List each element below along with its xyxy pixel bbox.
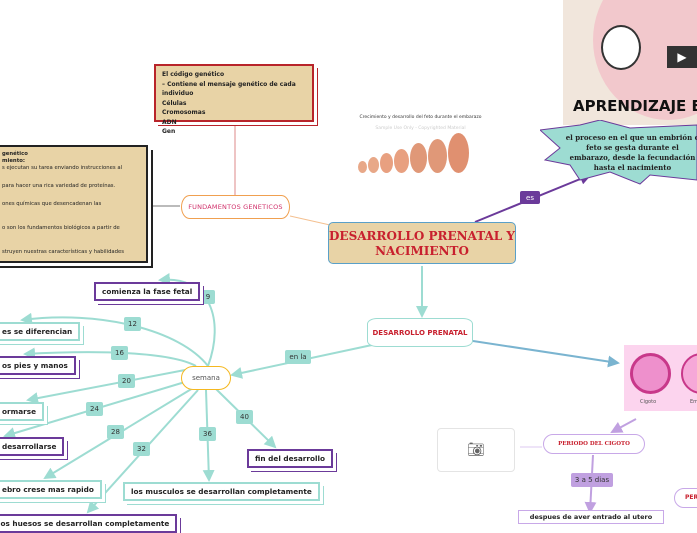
- week-28-node[interactable]: ebro crese mas rapido: [0, 480, 102, 499]
- fetus-illustration: [358, 133, 483, 173]
- camera-icon[interactable]: 📷︎: [437, 428, 515, 472]
- link-label-es: es: [520, 191, 540, 204]
- week-label-24: 24: [86, 402, 103, 416]
- note-line: para hacer una rica variedad de proteína…: [2, 183, 116, 189]
- note-line: o son los fundamentos biológicos a parti…: [2, 225, 120, 231]
- note-line: ADN: [162, 118, 177, 126]
- image-watermark: Sample Use Only - Copyrighted Material: [375, 126, 466, 131]
- prenatal-node[interactable]: DESARROLLO PRENATAL: [367, 318, 473, 347]
- note-line: miento:: [2, 158, 25, 164]
- week-label-32: 32: [133, 442, 150, 456]
- definition-star-shape: [540, 120, 697, 185]
- note-line: ones químicas que desencadenan las: [2, 201, 102, 207]
- week-32-node[interactable]: los huesos se desarrollan completamente: [0, 514, 178, 533]
- image-caption: Crecimiento y desarrollo del feto durant…: [359, 115, 482, 120]
- week-label-20: 20: [118, 374, 135, 388]
- genetics-node[interactable]: FUNDAMENTOS GENETICOS: [181, 195, 290, 219]
- week-label-16: 16: [111, 346, 128, 360]
- embryo-icon: [681, 353, 697, 394]
- note-line: El código genético: [162, 71, 225, 78]
- note-line: struyen nuestras características y habil…: [2, 249, 125, 255]
- fetus-growth-image[interactable]: Crecimiento y desarrollo del feto durant…: [358, 115, 483, 195]
- week-36-node[interactable]: los musculos se desarrollan completament…: [123, 482, 320, 501]
- week-12-node[interactable]: es se diferencian: [0, 322, 81, 341]
- week-label-9: 9: [201, 290, 215, 304]
- link-label-en-la: en la: [285, 350, 311, 364]
- link-label-3-5-dias: 3 a 5 dias: [571, 473, 613, 487]
- video-thumbnail[interactable]: ▶ APRENDIZAJE EN: [563, 0, 697, 125]
- play-icon[interactable]: ▶: [667, 46, 697, 68]
- zygote-period-node[interactable]: PERIODO DEL CIGOTO: [543, 434, 645, 454]
- genetics-detail-note[interactable]: genético miento: s ejecutan su tarea env…: [0, 145, 148, 263]
- week-40-node[interactable]: fin del desarrollo: [247, 449, 334, 468]
- note-line: genético: [2, 151, 28, 157]
- week-label-36: 36: [199, 427, 216, 441]
- definition-text[interactable]: el proceso en el que un embrión o feto s…: [565, 133, 697, 172]
- baby-illustration: [601, 25, 641, 70]
- video-title: APRENDIZAJE EN: [573, 97, 697, 115]
- week-9-node[interactable]: comienza la fase fetal: [94, 282, 201, 301]
- stage-caption: Em: [690, 399, 697, 405]
- note-line: Células: [162, 99, 187, 107]
- note-line: Cromosomas: [162, 109, 206, 116]
- week-16-node[interactable]: os pies y manos: [0, 356, 76, 375]
- next-period-node[interactable]: PER: [674, 488, 697, 508]
- note-line: s ejecutan su tarea enviando instruccion…: [2, 165, 123, 171]
- stages-image[interactable]: Cigoto Em: [624, 345, 697, 411]
- week-label-40: 40: [236, 410, 253, 424]
- week-label-12: 12: [124, 317, 141, 331]
- week-20-node[interactable]: ormarse: [0, 402, 45, 421]
- week-label-28: 28: [107, 425, 124, 439]
- note-line: – Contiene el mensaje genético de cada i…: [162, 80, 296, 98]
- note-line: Gen: [162, 128, 176, 135]
- stage-caption: Cigoto: [640, 399, 657, 405]
- zygote-icon: [630, 353, 671, 394]
- week-24-node[interactable]: desarrollarse: [0, 437, 65, 456]
- central-topic[interactable]: DESARROLLO PRENATAL Y NACIMIENTO: [328, 222, 516, 264]
- genetic-code-note[interactable]: El código genético – Contiene el mensaje…: [154, 64, 314, 135]
- week-cloud-node[interactable]: semana: [181, 366, 231, 390]
- after-uterus-node[interactable]: despues de aver entrado al utero: [518, 510, 664, 524]
